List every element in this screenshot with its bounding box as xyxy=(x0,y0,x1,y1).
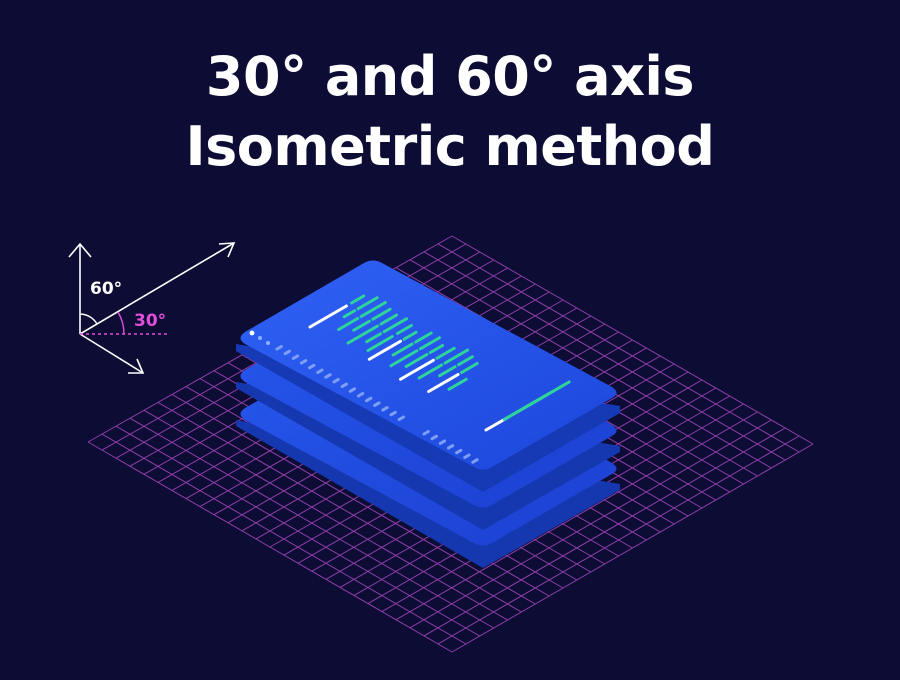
code-bar xyxy=(427,373,460,393)
angle-60-label: 60° xyxy=(90,279,122,299)
code-bar xyxy=(346,324,380,345)
edge-dash xyxy=(438,439,447,445)
code-bar xyxy=(337,317,360,331)
code-bar xyxy=(418,336,441,351)
window-dot-3 xyxy=(266,341,270,345)
edge-dash xyxy=(340,382,348,389)
code-bar xyxy=(367,339,402,361)
edge-dash xyxy=(397,415,405,421)
grid-line-b xyxy=(409,419,772,629)
code-bar xyxy=(460,362,479,374)
code-bar xyxy=(402,330,418,341)
code-bar xyxy=(395,324,413,335)
page-title: 30° and 60° axis Isometric method xyxy=(0,42,900,182)
title-line-2: Isometric method xyxy=(185,115,715,178)
code-bar xyxy=(382,317,409,334)
lower-axis-arrowhead xyxy=(128,358,145,374)
edge-dash xyxy=(316,368,324,374)
edge-dash xyxy=(422,430,430,436)
angle-30-arc xyxy=(117,311,125,335)
upper-axis-line xyxy=(79,242,235,335)
edge-dash xyxy=(463,453,471,459)
code-bar xyxy=(435,346,456,360)
edge-dash xyxy=(446,444,455,450)
grid-line-a xyxy=(409,259,772,469)
edge-dash xyxy=(299,359,308,365)
axis-diagram: 60° 30° xyxy=(68,242,236,374)
edge-dash xyxy=(381,406,389,412)
code-bar xyxy=(447,377,468,391)
window-dot-1 xyxy=(249,330,255,336)
code-bar xyxy=(352,319,371,332)
edge-dash xyxy=(308,363,316,370)
code-bar xyxy=(308,304,348,329)
top-card-content xyxy=(275,294,571,464)
code-bar xyxy=(359,301,387,318)
code-bar xyxy=(414,331,433,344)
edge-dash xyxy=(275,345,283,351)
upper-axis-arrowhead xyxy=(218,242,236,258)
code-bar xyxy=(428,344,444,354)
code-bar xyxy=(404,353,429,368)
grid-line-a xyxy=(437,243,800,453)
grid-line-a xyxy=(423,251,786,461)
window-dot-2 xyxy=(258,336,262,340)
code-bar xyxy=(342,309,357,319)
title-line-1: 30° and 60° axis xyxy=(205,45,695,108)
code-bar xyxy=(389,349,419,368)
edge-dash xyxy=(332,377,340,384)
code-bar xyxy=(437,365,457,378)
edge-dash xyxy=(348,387,357,393)
grid-line-b xyxy=(437,435,800,645)
edge-dash xyxy=(455,448,463,455)
edge-dash xyxy=(389,410,397,417)
lower-axis-line xyxy=(79,333,144,374)
grid-line-b xyxy=(395,411,758,621)
edge-dash xyxy=(283,349,291,356)
edge-dash xyxy=(365,396,373,403)
code-bar xyxy=(379,313,399,326)
edge-dash xyxy=(471,458,479,464)
code-bar xyxy=(417,363,444,380)
stacked-cards xyxy=(236,260,620,568)
code-bar xyxy=(350,294,366,305)
code-bar xyxy=(371,307,392,321)
vertical-axis-arrowhead xyxy=(68,242,92,258)
edge-dash xyxy=(430,434,438,441)
angle-60-arc xyxy=(79,313,98,325)
code-bar xyxy=(443,348,470,365)
edge-dash xyxy=(324,373,332,379)
code-bar xyxy=(457,355,474,367)
angle-30-label: 30° xyxy=(134,311,166,331)
grid-line-b xyxy=(423,427,786,637)
edge-dash xyxy=(291,354,300,360)
grid-line-b xyxy=(451,443,814,653)
code-bar xyxy=(356,296,379,311)
code-bar xyxy=(539,384,565,400)
code-bar xyxy=(366,335,394,352)
edge-dash xyxy=(356,392,365,398)
code-bar xyxy=(391,342,414,357)
grid-line-a xyxy=(451,235,814,445)
edge-dash xyxy=(373,401,381,407)
code-bar xyxy=(398,358,435,381)
code-bar xyxy=(365,332,383,344)
